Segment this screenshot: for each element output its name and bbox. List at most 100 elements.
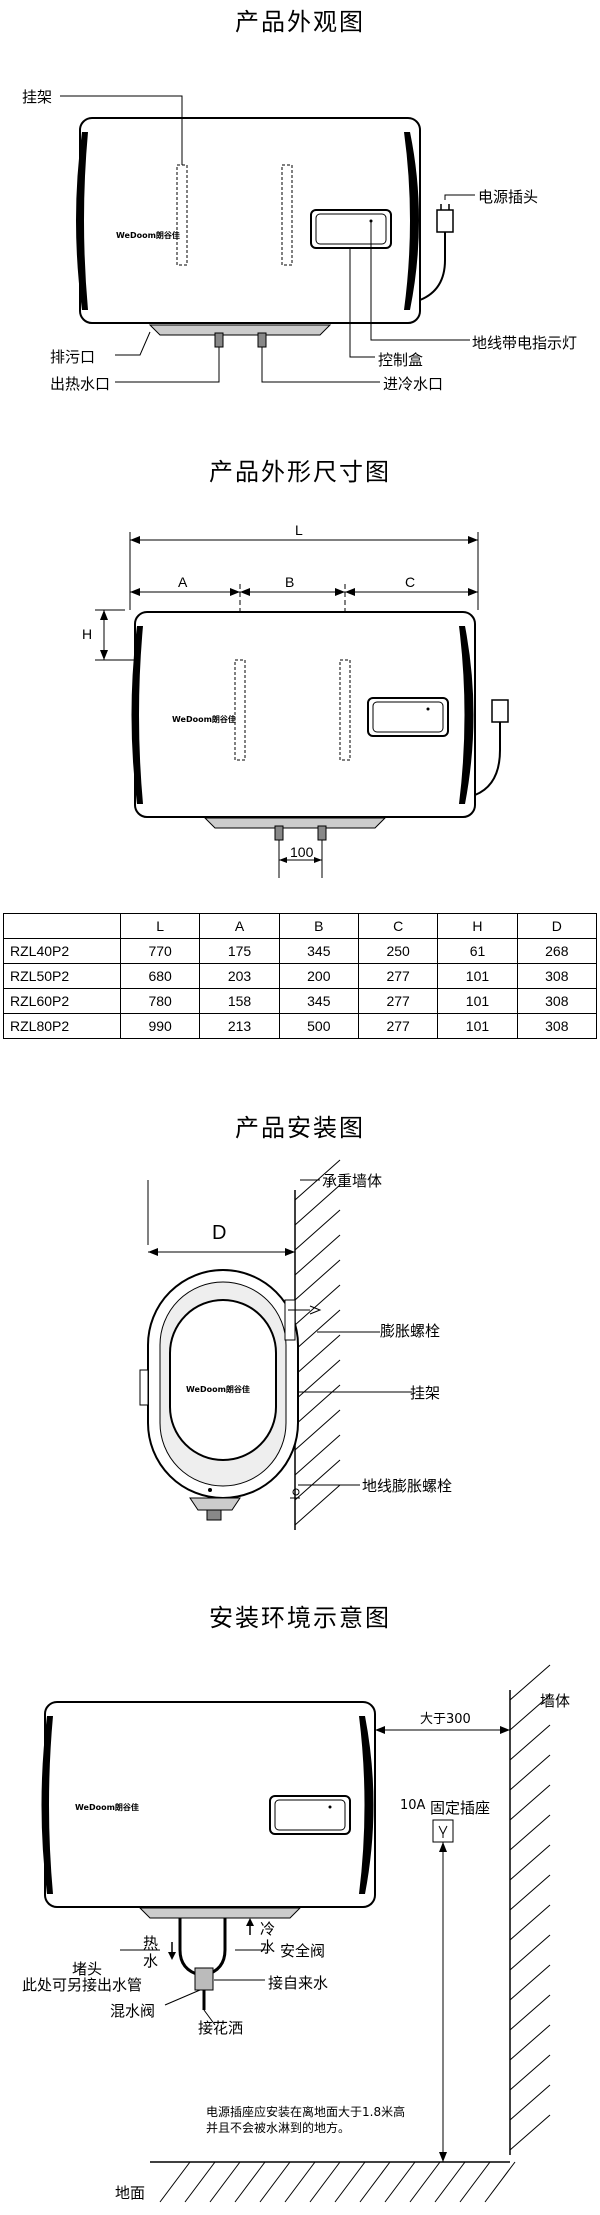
brand-logo: WeDoom朗谷佳 xyxy=(116,231,180,240)
environment-title: 安装环境示意图 xyxy=(209,1604,391,1632)
table-cell: RZL60P2 xyxy=(3,988,121,1014)
cold-pipe xyxy=(257,332,267,348)
note-line-2: 并且不会被水淋到的地方。 xyxy=(206,2121,351,2135)
table-cell: 175 xyxy=(199,938,280,964)
table-cell: 308 xyxy=(516,963,598,989)
table-row: RZL50P2 680 203 200 277 101 308 xyxy=(3,963,598,989)
table-header-cell xyxy=(3,913,121,939)
mixing-valve-shape xyxy=(194,1967,214,1991)
brand-logo: WeDoom朗谷佳 xyxy=(75,1803,139,1812)
table-cell: 277 xyxy=(357,1013,439,1039)
label-ground-bolt: 地线膨胀螺栓 xyxy=(362,1477,453,1495)
table-cell: 158 xyxy=(199,988,280,1014)
label-expansion-bolt: 膨胀螺栓 xyxy=(380,1322,441,1340)
spec-table: L A B C H D RZL40P2 770 175 345 250 61 2… xyxy=(3,913,598,1039)
table-cell: 101 xyxy=(437,988,518,1014)
table-row: RZL60P2 780 158 345 277 101 308 xyxy=(3,988,598,1014)
table-cell: RZL50P2 xyxy=(3,963,121,989)
label-more-than-300: 大于300 xyxy=(420,1712,471,1727)
table-header-cell: C xyxy=(357,913,439,939)
label-drain: 排污口 xyxy=(50,348,96,366)
label-safety-valve: 安全阀 xyxy=(280,1942,326,1960)
indicator-light xyxy=(369,219,373,223)
table-cell: 500 xyxy=(278,1013,359,1039)
table-row: RZL40P2 770 175 345 250 61 268 xyxy=(3,938,598,964)
table-row: RZL80P2 990 213 500 277 101 308 xyxy=(3,1013,598,1039)
tank-right-cap xyxy=(404,132,419,310)
label-hot-outlet: 出热水口 xyxy=(50,375,111,393)
table-cell: 101 xyxy=(437,1013,518,1039)
label-cold-water-1: 冷 xyxy=(260,1920,276,1938)
tank-left-cap xyxy=(76,132,88,310)
wall-hatch-env xyxy=(509,1664,551,2151)
label-ground: 地面 xyxy=(115,2184,146,2202)
table-header-cell: L xyxy=(119,913,201,939)
bottom-plate xyxy=(148,324,332,336)
label-wall: 墙体 xyxy=(540,1692,571,1710)
table-cell: RZL80P2 xyxy=(3,1013,121,1039)
label-fixed-socket: 固定插座 xyxy=(430,1799,491,1817)
table-header-cell: H xyxy=(437,913,518,939)
appearance-title: 产品外观图 xyxy=(235,8,365,36)
label-hot-water-2: 水 xyxy=(143,1952,159,1970)
table-cell: 345 xyxy=(278,988,359,1014)
label-cold-water-2: 水 xyxy=(260,1938,276,1956)
power-cord xyxy=(419,230,446,301)
dim-L: L xyxy=(295,522,303,538)
label-shower: 接花洒 xyxy=(198,2019,244,2037)
table-cell: 277 xyxy=(357,963,439,989)
dim-A: A xyxy=(178,574,188,590)
table-cell: 277 xyxy=(357,988,439,1014)
label-ground-indicator: 地线带电指示灯 xyxy=(472,334,578,352)
brand-logo: WeDoom朗谷佳 xyxy=(172,715,236,724)
table-cell: 680 xyxy=(119,963,201,989)
dim-B: B xyxy=(285,574,295,590)
dim-D: D xyxy=(212,1222,227,1244)
ground-hatch xyxy=(159,2161,516,2203)
table-cell: RZL40P2 xyxy=(3,938,121,964)
table-cell: 990 xyxy=(119,1013,201,1039)
table-cell: 200 xyxy=(278,963,359,989)
table-cell: 203 xyxy=(199,963,280,989)
socket-icon xyxy=(432,1819,454,1843)
label-control-box: 控制盒 xyxy=(378,351,424,369)
label-plug: 堵头 xyxy=(72,1960,103,1978)
table-cell: 268 xyxy=(516,938,598,964)
table-header-cell: D xyxy=(516,913,598,939)
control-box-inner xyxy=(315,213,387,245)
installation-diagram xyxy=(139,1159,412,1530)
label-power-plug: 电源插头 xyxy=(478,188,539,206)
hanger-right-dashed xyxy=(281,164,293,266)
table-cell: 61 xyxy=(437,938,518,964)
table-header-row: L A B C H D xyxy=(3,913,598,939)
brand-logo: WeDoom朗谷佳 xyxy=(186,1385,250,1394)
label-mixing-valve: 混水阀 xyxy=(110,2002,156,2020)
table-cell: 250 xyxy=(357,938,439,964)
table-header-cell: B xyxy=(278,913,359,939)
label-hanger: 挂架 xyxy=(22,88,53,106)
dimensions-title: 产品外形尺寸图 xyxy=(209,458,391,486)
dim-H: H xyxy=(82,626,93,642)
table-cell: 780 xyxy=(119,988,201,1014)
power-plug xyxy=(436,209,454,233)
note-line-1: 电源插座应安装在离地面大于1.8米高 xyxy=(206,2105,406,2119)
label-load-wall: 承重墙体 xyxy=(322,1172,383,1190)
table-header-cell: A xyxy=(199,913,280,939)
table-cell: 308 xyxy=(516,988,598,1014)
table-cell: 345 xyxy=(278,938,359,964)
label-hot-water-1: 热 xyxy=(143,1934,159,1952)
dim-pipe-spacing: 100 xyxy=(290,844,314,860)
hot-pipe xyxy=(214,332,224,348)
wall-hatch xyxy=(294,1159,341,1526)
label-extra-outlet: 此处可另接出水管 xyxy=(22,1976,143,1994)
table-cell: 308 xyxy=(516,1013,598,1039)
dimension-diagram xyxy=(95,532,509,878)
table-cell: 213 xyxy=(199,1013,280,1039)
table-cell: 101 xyxy=(437,963,518,989)
label-cold-inlet: 进冷水口 xyxy=(383,375,444,393)
installation-title: 产品安装图 xyxy=(235,1114,365,1142)
table-cell: 770 xyxy=(119,938,201,964)
label-hanger-install: 挂架 xyxy=(410,1384,441,1402)
appearance-diagram xyxy=(60,95,475,383)
environment-diagram xyxy=(41,1664,551,2203)
